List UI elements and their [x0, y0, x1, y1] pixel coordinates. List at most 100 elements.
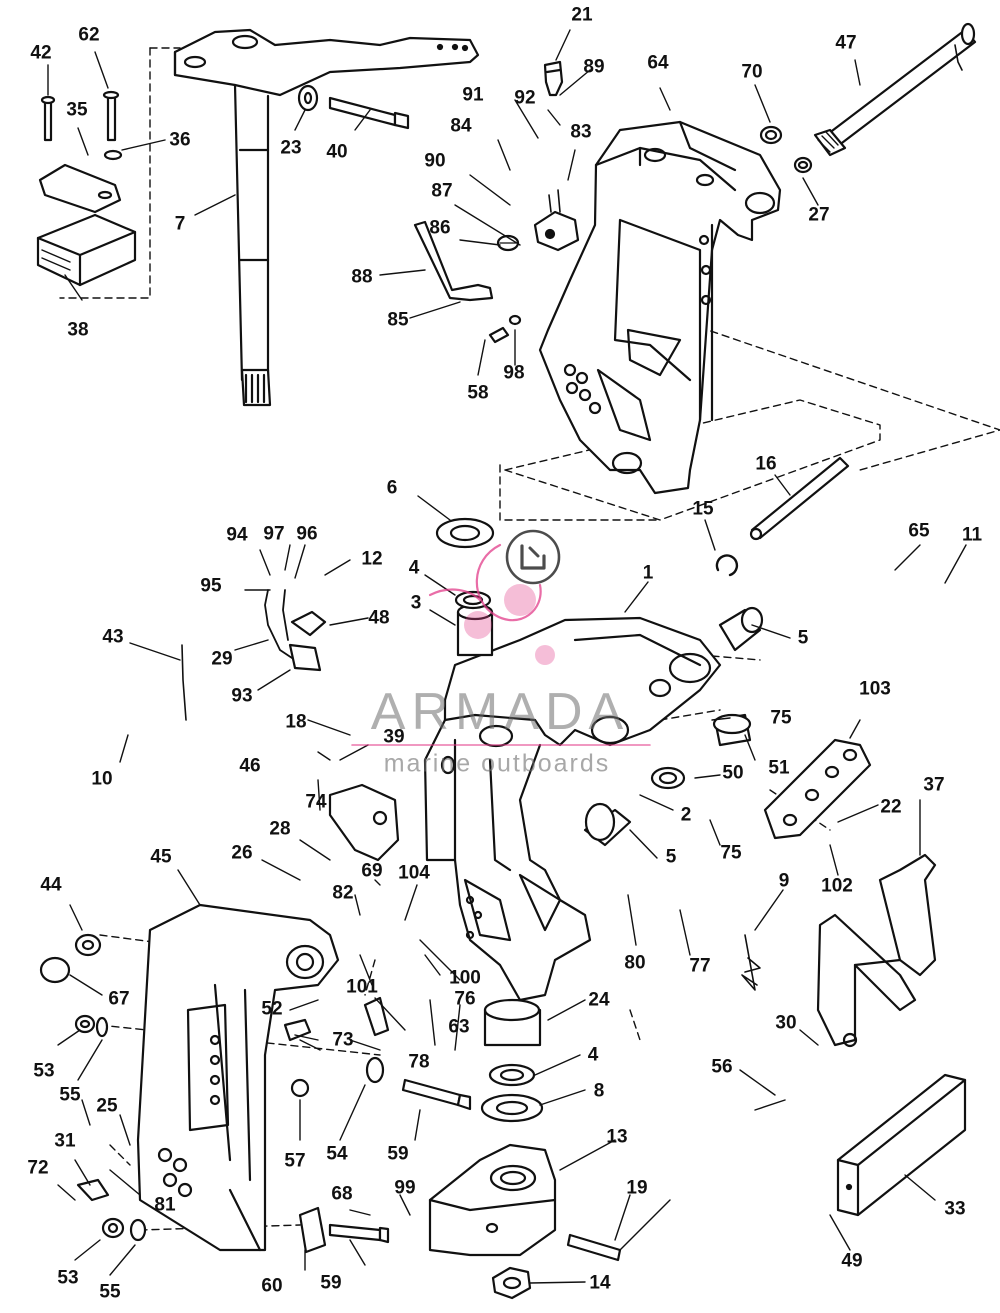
callout-88[interactable]: 88	[351, 266, 373, 288]
callout-15[interactable]: 15	[692, 498, 714, 520]
callout-16[interactable]: 16	[755, 453, 777, 475]
callout-33[interactable]: 33	[944, 1198, 966, 1220]
callout-1[interactable]: 1	[642, 562, 654, 584]
callout-30[interactable]: 30	[775, 1012, 797, 1034]
callout-8[interactable]: 8	[593, 1080, 605, 1102]
callout-92[interactable]: 92	[514, 87, 536, 109]
callout-85[interactable]: 85	[387, 309, 409, 331]
callout-26[interactable]: 26	[231, 842, 253, 864]
callout-86[interactable]: 86	[429, 217, 451, 239]
callout-51[interactable]: 51	[768, 757, 790, 779]
callout-97[interactable]: 97	[263, 523, 285, 545]
callout-31[interactable]: 31	[54, 1130, 76, 1152]
callout-101[interactable]: 101	[346, 976, 378, 998]
callout-11[interactable]: 11	[961, 524, 983, 546]
callout-93[interactable]: 93	[231, 685, 253, 707]
callout-64[interactable]: 64	[647, 52, 669, 74]
callout-23[interactable]: 23	[280, 137, 302, 159]
callout-80[interactable]: 80	[624, 952, 646, 974]
callout-7[interactable]: 7	[174, 213, 186, 235]
callout-18[interactable]: 18	[285, 711, 307, 733]
callout-100[interactable]: 100	[449, 967, 481, 989]
callout-81[interactable]: 81	[154, 1194, 176, 1216]
callout-42[interactable]: 42	[30, 42, 52, 64]
callout-104[interactable]: 104	[398, 862, 430, 884]
callout-49[interactable]: 49	[841, 1250, 863, 1272]
callout-90[interactable]: 90	[424, 150, 446, 172]
callout-74[interactable]: 74	[305, 791, 327, 813]
callout-59[interactable]: 59	[387, 1143, 409, 1165]
callout-39[interactable]: 39	[383, 726, 405, 748]
callout-53[interactable]: 53	[57, 1267, 79, 1289]
callout-75[interactable]: 75	[720, 842, 742, 864]
callout-70[interactable]: 70	[741, 61, 763, 83]
callout-103[interactable]: 103	[859, 678, 891, 700]
callout-53[interactable]: 53	[33, 1060, 55, 1082]
callout-21[interactable]: 21	[571, 4, 593, 26]
callout-82[interactable]: 82	[332, 882, 354, 904]
callout-56[interactable]: 56	[711, 1056, 733, 1078]
callout-24[interactable]: 24	[588, 989, 610, 1011]
callout-65[interactable]: 65	[908, 520, 930, 542]
callout-52[interactable]: 52	[261, 998, 283, 1020]
callout-44[interactable]: 44	[40, 874, 62, 896]
callout-94[interactable]: 94	[226, 524, 248, 546]
callout-29[interactable]: 29	[211, 648, 233, 670]
callout-19[interactable]: 19	[626, 1177, 648, 1199]
callout-73[interactable]: 73	[332, 1029, 354, 1051]
callout-45[interactable]: 45	[150, 846, 172, 868]
callout-91[interactable]: 91	[462, 84, 484, 106]
callout-5[interactable]: 5	[665, 846, 677, 868]
callout-35[interactable]: 35	[66, 99, 88, 121]
callout-14[interactable]: 14	[589, 1272, 611, 1294]
callout-48[interactable]: 48	[368, 607, 390, 629]
callout-6[interactable]: 6	[386, 477, 398, 499]
callout-10[interactable]: 10	[91, 768, 113, 790]
callout-36[interactable]: 36	[169, 129, 191, 151]
callout-60[interactable]: 60	[261, 1275, 283, 1297]
callout-38[interactable]: 38	[67, 319, 89, 341]
callout-9[interactable]: 9	[778, 870, 790, 892]
callout-54[interactable]: 54	[326, 1143, 348, 1165]
callout-69[interactable]: 69	[361, 860, 383, 882]
callout-58[interactable]: 58	[467, 382, 489, 404]
callout-62[interactable]: 62	[78, 24, 100, 46]
callout-13[interactable]: 13	[606, 1126, 628, 1148]
callout-46[interactable]: 46	[239, 755, 261, 777]
callout-59[interactable]: 59	[320, 1272, 342, 1294]
callout-43[interactable]: 43	[102, 626, 124, 648]
callout-87[interactable]: 87	[431, 180, 453, 202]
callout-25[interactable]: 25	[96, 1095, 118, 1117]
callout-72[interactable]: 72	[27, 1157, 49, 1179]
callout-68[interactable]: 68	[331, 1183, 353, 1205]
callout-99[interactable]: 99	[394, 1177, 416, 1199]
callout-37[interactable]: 37	[923, 774, 945, 796]
callout-4[interactable]: 4	[408, 557, 420, 579]
callout-89[interactable]: 89	[583, 56, 605, 78]
callout-102[interactable]: 102	[821, 875, 853, 897]
callout-76[interactable]: 76	[454, 988, 476, 1010]
callout-57[interactable]: 57	[284, 1150, 306, 1172]
callout-77[interactable]: 77	[689, 955, 711, 977]
callout-47[interactable]: 47	[835, 32, 857, 54]
callout-50[interactable]: 50	[722, 762, 744, 784]
callout-83[interactable]: 83	[570, 121, 592, 143]
callout-40[interactable]: 40	[326, 141, 348, 163]
callout-27[interactable]: 27	[808, 204, 830, 226]
callout-67[interactable]: 67	[108, 988, 130, 1010]
callout-84[interactable]: 84	[450, 115, 472, 137]
callout-12[interactable]: 12	[361, 548, 383, 570]
callout-96[interactable]: 96	[296, 523, 318, 545]
callout-3[interactable]: 3	[410, 592, 422, 614]
callout-5[interactable]: 5	[797, 627, 809, 649]
callout-22[interactable]: 22	[880, 796, 902, 818]
callout-98[interactable]: 98	[503, 362, 525, 384]
callout-75[interactable]: 75	[770, 707, 792, 729]
callout-63[interactable]: 63	[448, 1016, 470, 1038]
callout-55[interactable]: 55	[59, 1084, 81, 1106]
callout-55[interactable]: 55	[99, 1281, 121, 1303]
callout-78[interactable]: 78	[408, 1051, 430, 1073]
callout-95[interactable]: 95	[200, 575, 222, 597]
callout-4[interactable]: 4	[587, 1044, 599, 1066]
callout-2[interactable]: 2	[680, 804, 692, 826]
